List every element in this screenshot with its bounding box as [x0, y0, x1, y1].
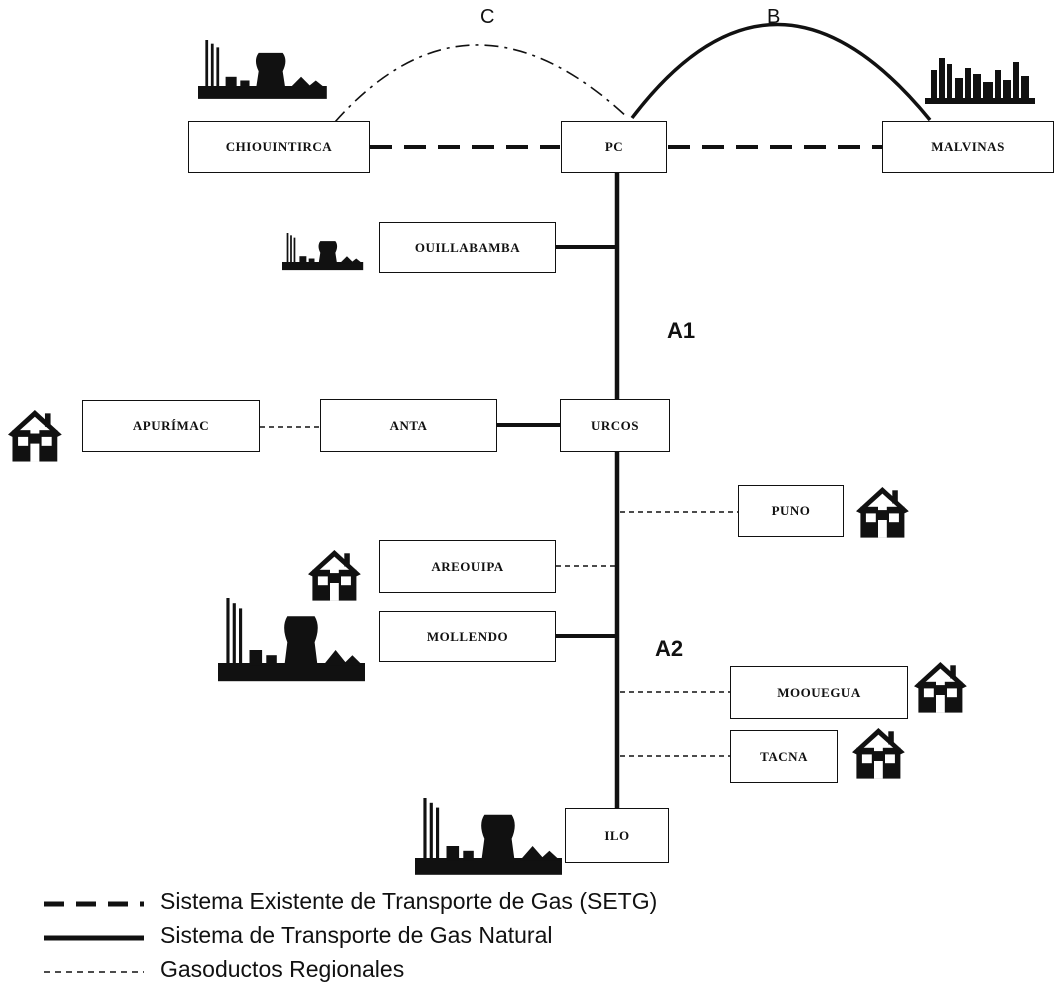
house-icon [852, 728, 905, 779]
house-icon [856, 487, 909, 538]
dashed-bold-line-icon [44, 901, 144, 907]
node-pc: PC [561, 121, 667, 173]
industrial-plant-icon [218, 598, 365, 682]
segment-a2-label: A2 [655, 636, 684, 661]
house-icon [914, 662, 967, 713]
house-icon [8, 410, 62, 462]
node-arequipa: AREOUIPA [379, 540, 556, 593]
node-urcos: URCOS [560, 399, 670, 452]
node-chiquintirca: CHIOUINTIRCA [188, 121, 370, 173]
segment-a1-label: A1 [667, 318, 696, 343]
route-b-curve [630, 22, 932, 122]
legend-label: Sistema de Transporte de Gas Natural [160, 922, 553, 948]
industrial-plant-icon [282, 233, 364, 271]
node-mollendo: MOLLENDO [379, 611, 556, 662]
node-quillabamba: OUILLABAMBA [379, 222, 556, 273]
industrial-plant-icon [198, 40, 327, 99]
legend-label: Gasoductos Regionales [160, 956, 405, 982]
route-c-curve [334, 44, 629, 123]
node-apurimac: APURÍMAC [82, 400, 260, 452]
curve-b-label: B [767, 6, 781, 28]
node-anta: ANTA [320, 399, 497, 452]
legend-item-natural-gas: Sistema de Transporte de Gas Natural [40, 922, 860, 956]
node-puno: PUNO [738, 485, 844, 537]
node-tacna: TACNA [730, 730, 838, 783]
legend-item-setg: Sistema Existente de Transporte de Gas (… [40, 888, 860, 922]
legend-label: Sistema Existente de Transporte de Gas (… [160, 888, 658, 914]
node-moquegua: MOOUEGUA [730, 666, 908, 719]
dashed-thin-line-icon [44, 971, 144, 973]
node-ilo: ILO [565, 808, 669, 863]
industrial-plant-icon [415, 798, 562, 875]
legend-item-regional: Gasoductos Regionales [40, 956, 860, 990]
solid-bold-line-icon [44, 935, 144, 941]
house-icon [308, 550, 361, 601]
legend: Sistema Existente de Transporte de Gas (… [40, 888, 860, 990]
node-malvinas: MALVINAS [882, 121, 1054, 173]
city-skyline-icon [925, 58, 1035, 104]
curve-c-label: C [480, 6, 495, 28]
